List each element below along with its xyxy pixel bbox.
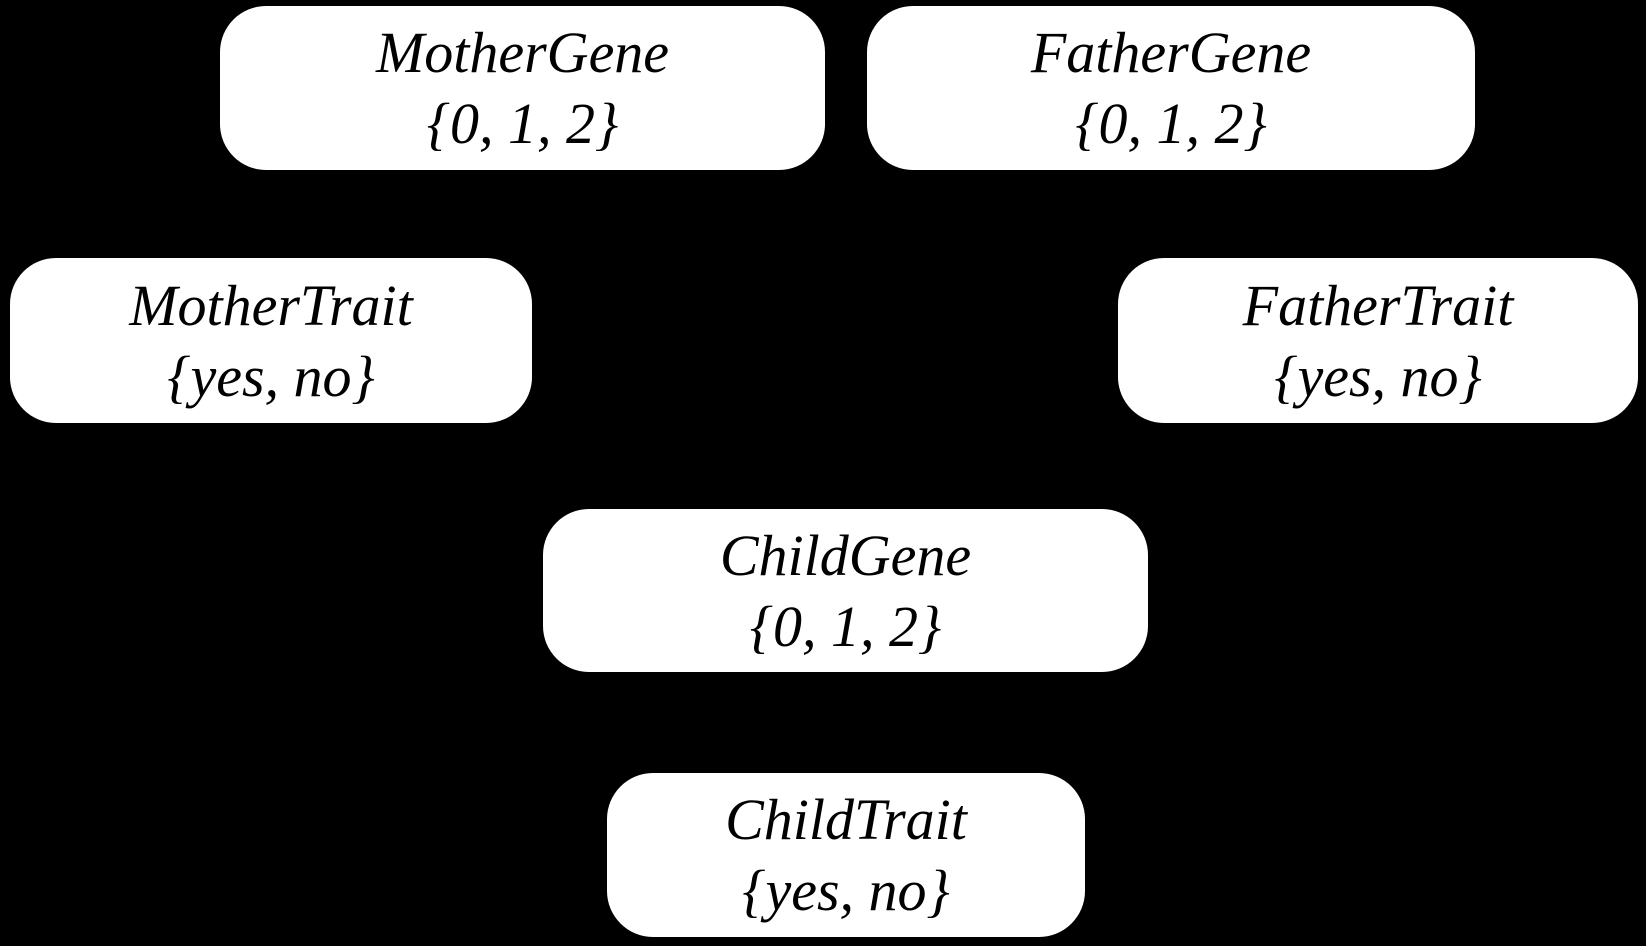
node-mother-gene-title: MotherGene bbox=[375, 20, 670, 85]
node-mother-gene-domain: {0, 1, 2} bbox=[426, 91, 619, 156]
node-mother-gene: MotherGene {0, 1, 2} bbox=[220, 6, 825, 170]
node-father-trait-title: FatherTrait bbox=[1242, 272, 1514, 338]
node-mother-trait-title: MotherTrait bbox=[129, 272, 413, 338]
node-mother-trait-domain: {yes, no} bbox=[167, 343, 375, 409]
node-father-gene: FatherGene {0, 1, 2} bbox=[867, 6, 1475, 170]
node-child-trait: ChildTrait {yes, no} bbox=[607, 773, 1085, 937]
node-father-gene-domain: {0, 1, 2} bbox=[1075, 91, 1267, 156]
node-child-gene-title: ChildGene bbox=[719, 522, 972, 588]
node-child-gene-domain: {0, 1, 2} bbox=[749, 593, 942, 659]
node-father-trait-domain: {yes, no} bbox=[1274, 343, 1482, 409]
node-father-gene-title: FatherGene bbox=[1030, 20, 1312, 85]
node-child-trait-title: ChildTrait bbox=[725, 787, 967, 852]
node-child-trait-domain: {yes, no} bbox=[742, 858, 950, 923]
node-mother-trait: MotherTrait {yes, no} bbox=[10, 258, 532, 423]
node-father-trait: FatherTrait {yes, no} bbox=[1118, 258, 1638, 423]
node-child-gene: ChildGene {0, 1, 2} bbox=[543, 509, 1148, 672]
